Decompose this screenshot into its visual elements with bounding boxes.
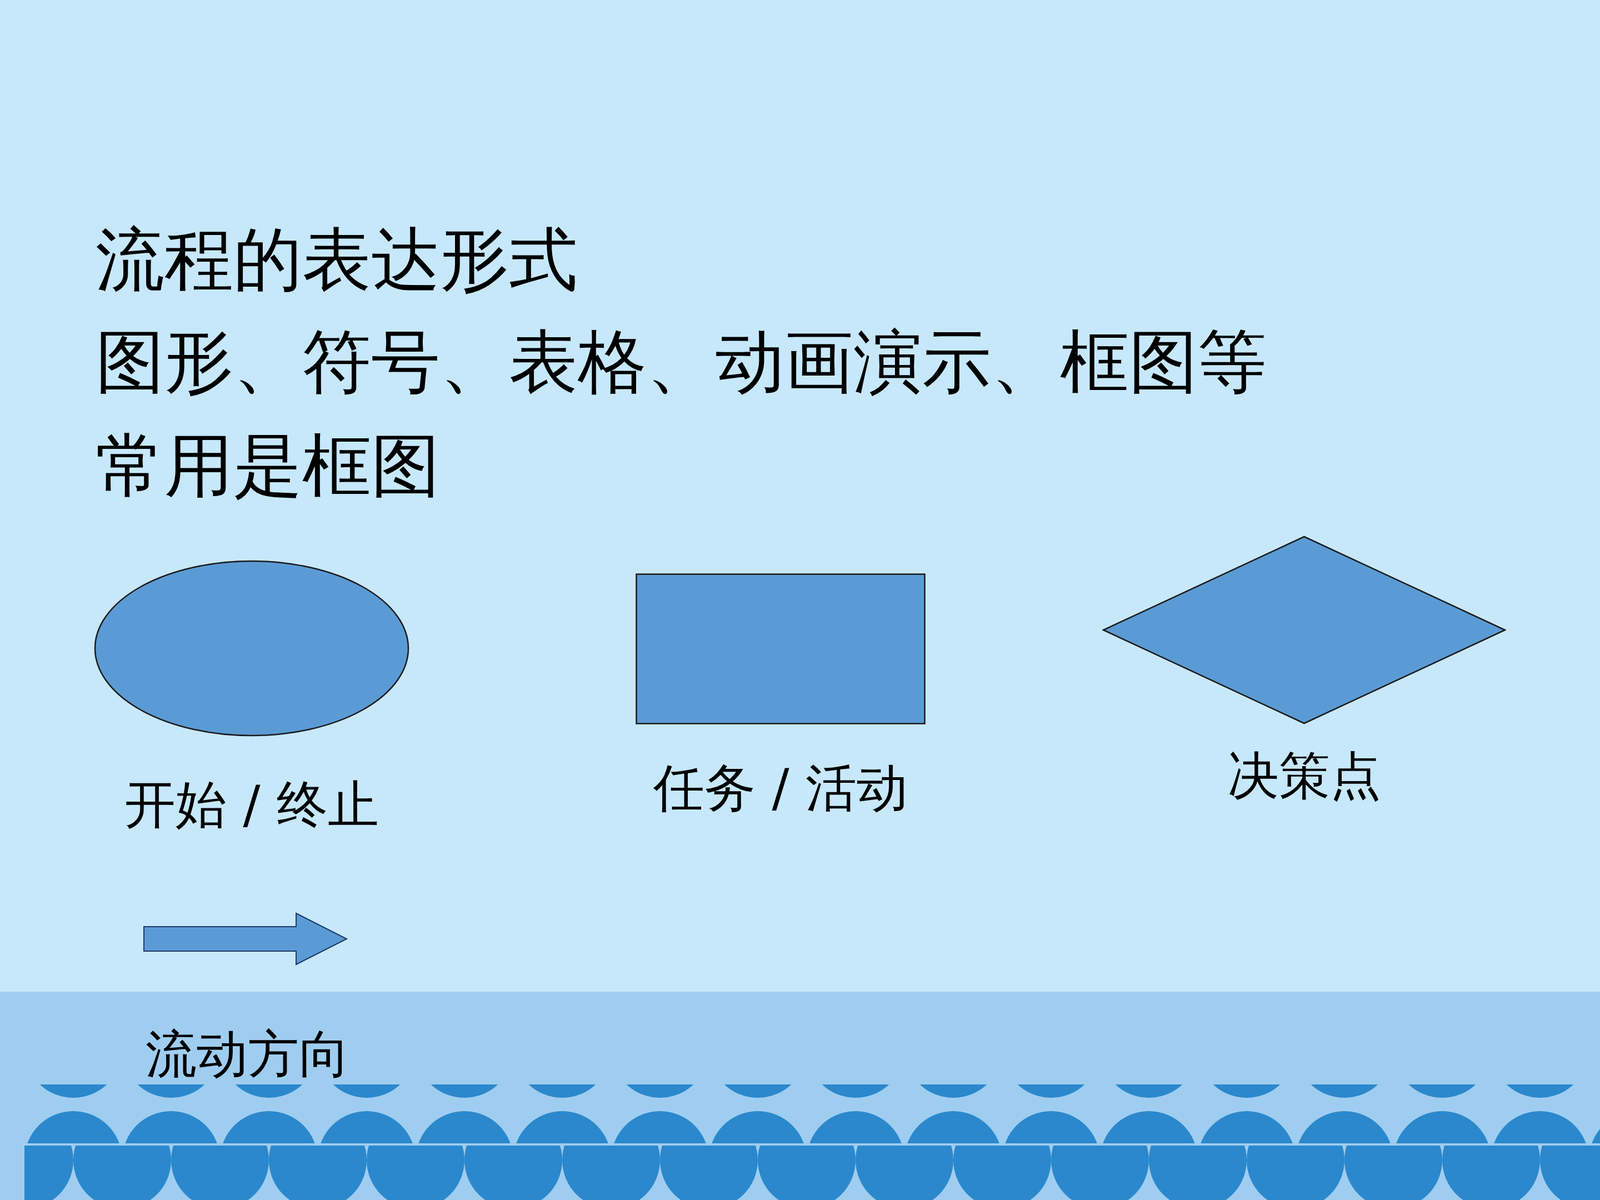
shape-outline — [93, 560, 410, 737]
flow-arrow-symbol — [143, 913, 347, 965]
title-text: 流程的表达形式 — [95, 218, 578, 302]
shape-outline — [635, 573, 926, 725]
decision-diamond: 决策点 — [1102, 535, 1507, 725]
body-text: 图形、符号、表格、动画演示、框图等 — [95, 320, 1267, 404]
shape-label: 决策点 — [1227, 745, 1382, 807]
shape-label: 任务 / 活动 — [653, 757, 908, 819]
process-box: 任务 / 活动 — [635, 573, 926, 725]
scallop-row — [24, 1084, 1600, 1146]
arrow-caption: 流动方向 — [145, 1023, 350, 1085]
shape-label: 开始 / 终止 — [124, 774, 379, 836]
shape-fill — [95, 561, 409, 736]
body-text: 常用是框图 — [95, 424, 440, 508]
shape-fill — [1103, 536, 1505, 724]
shape-fill — [636, 574, 925, 724]
scallop-row — [24, 1145, 1600, 1200]
shape-outline — [1102, 535, 1507, 725]
terminal-ellipse: 开始 / 终止 — [93, 560, 410, 737]
